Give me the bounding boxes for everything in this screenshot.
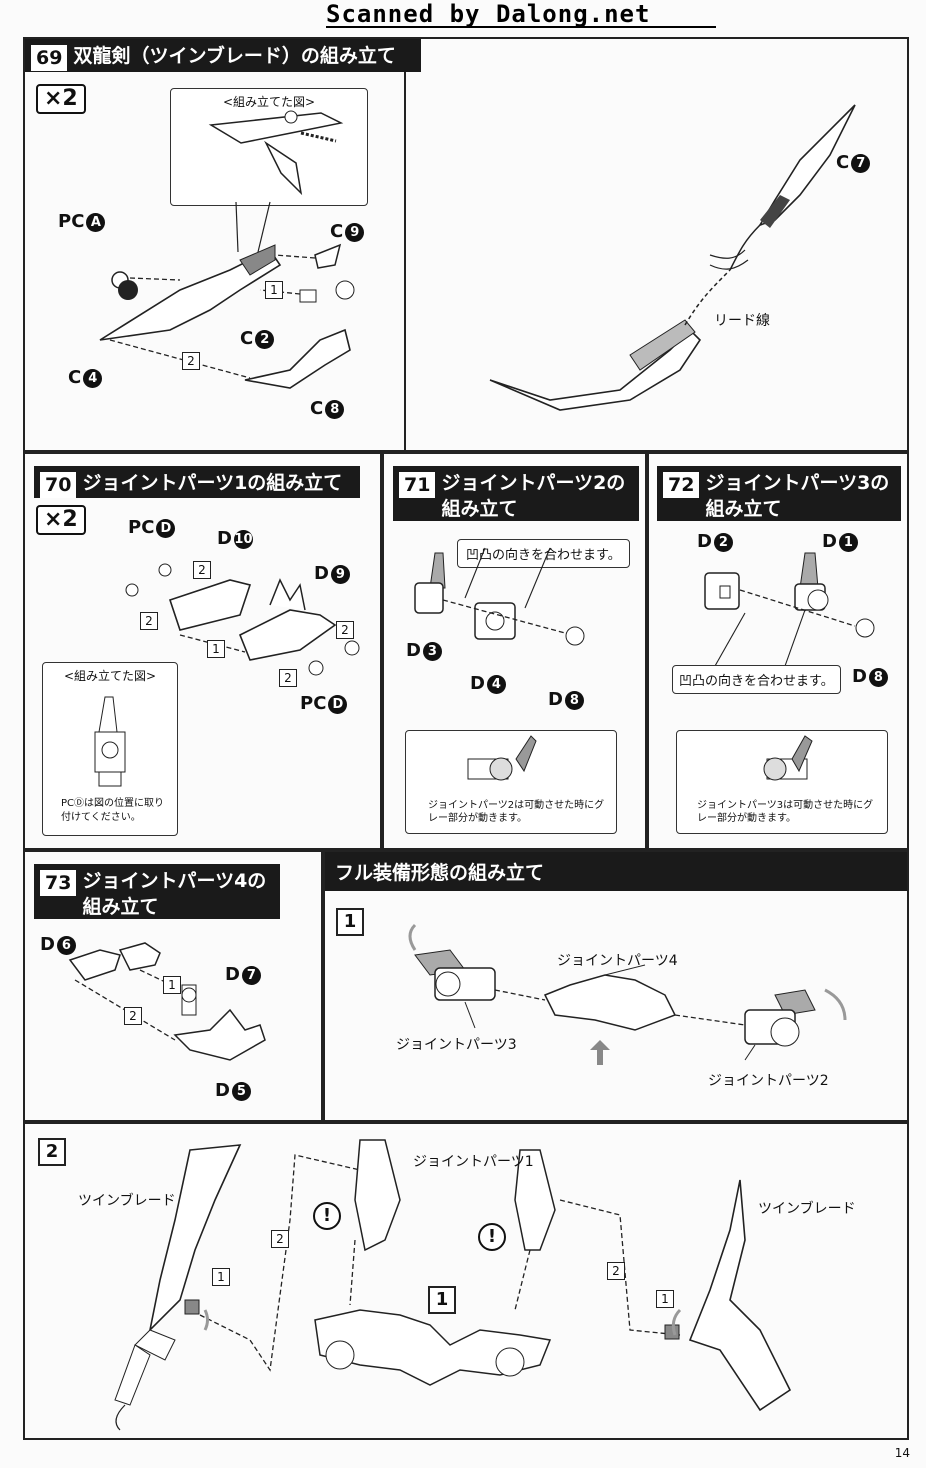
assembled-sword-illustration bbox=[208, 110, 344, 196]
sequence-number: 1 bbox=[207, 640, 225, 658]
assembly-step-number: 1 bbox=[336, 908, 364, 936]
joint-part-2-illustration bbox=[414, 547, 585, 646]
step-title: ジョイントパーツ1の組み立て bbox=[82, 472, 343, 494]
inset-title: <組み立てた図> bbox=[222, 95, 316, 109]
sequence-number: 1 bbox=[212, 1268, 230, 1286]
sequence-number: 1 bbox=[163, 976, 181, 994]
inset-note: PCⒹは図の位置に取り付けてください。 bbox=[61, 798, 165, 823]
assembled-view-inset: <組み立てた図> bbox=[170, 88, 368, 206]
page-number: 14 bbox=[894, 1446, 910, 1460]
step-title: ジョイントパーツ3の組み立て bbox=[705, 472, 890, 520]
joint-part-3-movement-illustration bbox=[763, 735, 813, 781]
sequence-number: 1 bbox=[265, 281, 283, 299]
sequence-number: 2 bbox=[193, 561, 211, 579]
twin-blade-left-label: ツインブレード bbox=[78, 1193, 176, 1209]
step-73-header: 73 ジョイントパーツ4の組み立て bbox=[34, 864, 280, 919]
joint-part-3-label: ジョイントパーツ3 bbox=[396, 1037, 517, 1053]
joint-part-2-label: ジョイントパーツ2 bbox=[708, 1073, 829, 1089]
inset-title: <組み立てた図> bbox=[63, 669, 157, 683]
sequence-number: 2 bbox=[140, 612, 158, 630]
sequence-number: 2 bbox=[124, 1007, 142, 1025]
joint-part-2-movement-illustration bbox=[467, 735, 537, 781]
sequence-number: 2 bbox=[271, 1230, 289, 1248]
assembled-view-inset: <組み立てた図> PCⒹは図の位置に取り付けてください。 bbox=[42, 662, 178, 836]
lead-wire-label: リード線 bbox=[714, 313, 770, 329]
step-title: ジョイントパーツ4の組み立て bbox=[82, 870, 267, 918]
twin-blade-lead-wire-illustration bbox=[489, 104, 856, 411]
step-69-header: 69 双龍剣（ツインブレード）の組み立て bbox=[25, 39, 421, 72]
step-72-panel bbox=[647, 452, 909, 850]
step-number: 72 bbox=[663, 472, 700, 498]
watermark-underline bbox=[326, 26, 716, 28]
joint-part-4-label: ジョイントパーツ4 bbox=[557, 953, 678, 969]
movement-note: ジョイントパーツ2は可動させた時にグレー部分が動きます。 bbox=[428, 800, 605, 824]
final-assembly-illustration bbox=[114, 1139, 792, 1431]
step-70-panel bbox=[23, 452, 382, 850]
movement-note: ジョイントパーツ3は可動させた時にグレー部分が動きます。 bbox=[697, 800, 874, 824]
step-72-header: 72 ジョイントパーツ3の組み立て bbox=[657, 466, 901, 521]
sequence-number: 2 bbox=[336, 621, 354, 639]
joint-part-1-illustration bbox=[125, 563, 360, 676]
step-title: ジョイントパーツ2の組み立て bbox=[441, 472, 626, 520]
twin-blade-right-label: ツインブレード bbox=[758, 1201, 856, 1217]
joint-part-1-label: ジョイントパーツ1 bbox=[413, 1154, 534, 1170]
assembly-sub-number: 1 bbox=[428, 1286, 456, 1314]
full-assembly-header: フル装備形態の組み立て bbox=[325, 852, 907, 891]
warning-icon: ! bbox=[478, 1223, 506, 1251]
step-71-panel bbox=[382, 452, 647, 850]
joint-part-3-illustration bbox=[704, 552, 875, 667]
step-number: 69 bbox=[31, 45, 68, 71]
sequence-number: 2 bbox=[279, 669, 297, 687]
quantity-badge: ×2 bbox=[36, 84, 86, 114]
step-71-header: 71 ジョイントパーツ2の組み立て bbox=[393, 466, 639, 521]
inset-pointer-lines bbox=[235, 201, 271, 253]
sequence-number: 1 bbox=[656, 1290, 674, 1308]
scan-watermark: Scanned by Dalong.net bbox=[326, 0, 651, 28]
movement-note-box: ジョイントパーツ2は可動させた時にグレー部分が動きます。 bbox=[405, 730, 617, 834]
sequence-number: 2 bbox=[607, 1262, 625, 1280]
step-number: 73 bbox=[40, 870, 77, 896]
assembly-step-number: 2 bbox=[38, 1138, 66, 1166]
full-assembly-step-1-panel bbox=[323, 850, 909, 1122]
joint-part-1-assembled-illustration bbox=[94, 696, 126, 787]
step-69-right-panel bbox=[404, 37, 909, 452]
sequence-number: 2 bbox=[182, 352, 200, 370]
step-number: 71 bbox=[399, 472, 436, 498]
alignment-callout: 凹凸の向きを合わせます。 bbox=[672, 665, 841, 694]
alignment-callout: 凹凸の向きを合わせます。 bbox=[457, 539, 630, 568]
full-assembly-step-2-panel bbox=[23, 1122, 909, 1440]
step-70-header: 70 ジョイントパーツ1の組み立て bbox=[34, 466, 360, 498]
joint-part-4-illustration bbox=[68, 942, 266, 1061]
step-73-panel bbox=[23, 850, 323, 1122]
movement-note-box: ジョイントパーツ3は可動させた時にグレー部分が動きます。 bbox=[676, 730, 888, 834]
warning-icon: ! bbox=[313, 1202, 341, 1230]
sword-assembly-illustration bbox=[99, 243, 355, 389]
quantity-badge: ×2 bbox=[36, 505, 86, 535]
step-number: 70 bbox=[40, 472, 77, 498]
step-title: 双龍剣（ツインブレード）の組み立て bbox=[73, 45, 396, 67]
joint-parts-combination-illustration bbox=[408, 923, 847, 1065]
